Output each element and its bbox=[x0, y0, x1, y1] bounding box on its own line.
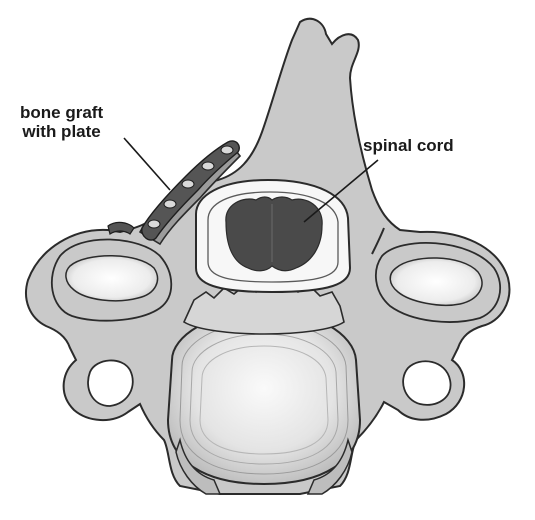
bone-graft-label: bone graft with plate bbox=[20, 103, 103, 141]
vertebral-body bbox=[168, 310, 360, 484]
plate-screw-hole bbox=[182, 180, 194, 188]
plate-screw-hole bbox=[164, 200, 176, 208]
plate-screw-hole bbox=[221, 146, 233, 154]
left-facet-joint bbox=[66, 256, 158, 301]
plate-screw-hole bbox=[202, 162, 214, 170]
plate-screw-hole bbox=[148, 220, 160, 228]
spinal-cord-label: spinal cord bbox=[363, 136, 454, 155]
right-transverse-foramen bbox=[403, 361, 450, 405]
spinal-cord bbox=[226, 197, 322, 271]
bone-graft-leader-line bbox=[124, 138, 170, 190]
bone-graft-label-line1: bone graft bbox=[20, 103, 103, 122]
bone-graft-label-line2: with plate bbox=[20, 122, 103, 141]
left-transverse-foramen bbox=[88, 360, 133, 406]
